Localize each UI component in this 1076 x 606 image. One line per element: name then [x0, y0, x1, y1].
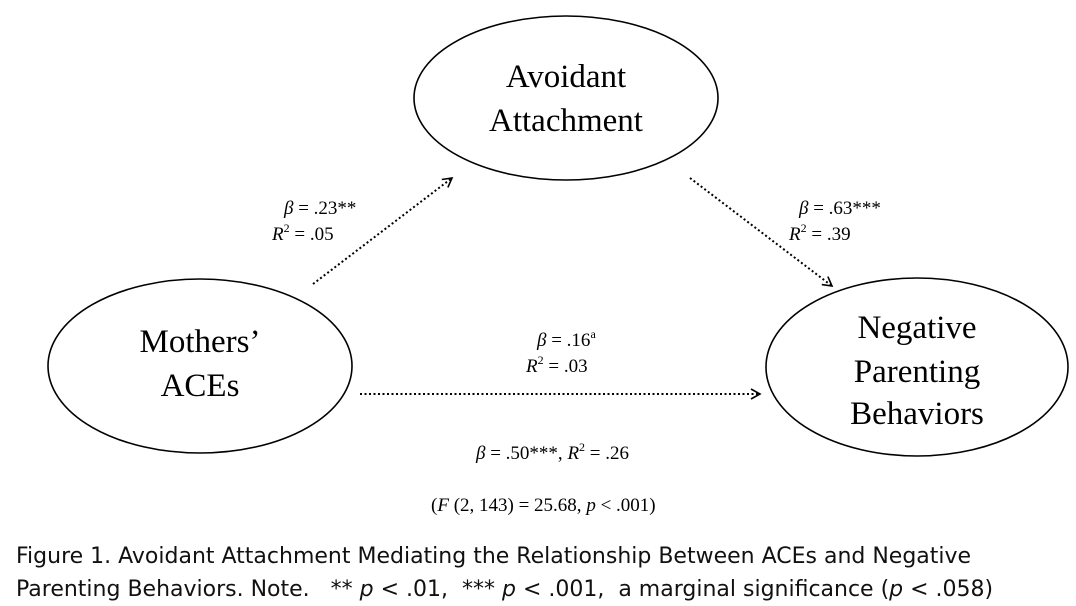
- node-negative-label-1: Negative: [857, 310, 976, 346]
- path-c-prime-r2: R2 = .03: [525, 353, 588, 377]
- caption-line-1: Figure 1. Avoidant Attachment Mediating …: [16, 544, 972, 569]
- path-b-r2: R2 = .39: [788, 221, 851, 245]
- mediation-diagram: Avoidant Attachment Mothers’ ACEs Negati…: [47, 15, 1069, 516]
- arrow-b-path: [689, 177, 834, 287]
- node-negative-parenting: [765, 277, 1069, 457]
- path-a-r2: R2 = .05: [271, 221, 334, 245]
- node-avoidant-label-1: Avoidant: [506, 59, 626, 95]
- node-avoidant-attachment: [413, 15, 719, 181]
- node-avoidant-label-2: Attachment: [489, 103, 643, 139]
- path-a-beta: β = .23**: [283, 198, 356, 219]
- node-mothers-aces: [47, 278, 353, 454]
- path-b-beta: β = .63***: [798, 198, 881, 219]
- total-effect-label: β = .50***, R2 = .26: [475, 440, 629, 464]
- model-fit-label: (F (2, 143) = 25.68, p < .001): [431, 495, 656, 516]
- node-negative-label-3: Behaviors: [850, 396, 984, 432]
- arrow-a-path: [312, 177, 454, 285]
- figure-caption: Figure 1. Avoidant Attachment Mediating …: [16, 540, 1066, 606]
- node-mothers-label-2: ACEs: [161, 368, 240, 404]
- node-negative-label-2: Parenting: [854, 354, 980, 390]
- caption-line-2: Parenting Behaviors. Note. ** p < .01, *…: [16, 577, 994, 602]
- path-c-prime-beta: β = .16a: [536, 327, 596, 351]
- node-mothers-label-1: Mothers’: [140, 324, 261, 360]
